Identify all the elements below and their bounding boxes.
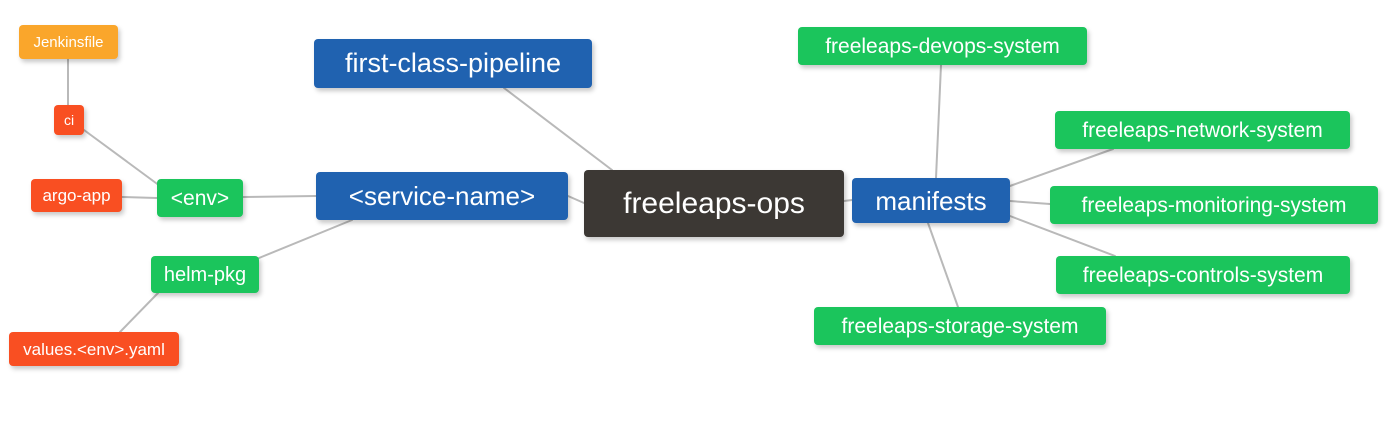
edge-manifests-devops <box>935 64 942 179</box>
node-label-manifests: manifests <box>875 185 987 216</box>
node-label-freeleaps-ops: freeleaps-ops <box>623 186 805 220</box>
node-label-freeleaps-network-system: freeleaps-network-system <box>1082 118 1323 142</box>
node-first-class-pipeline[interactable]: first-class-pipeline <box>314 39 592 88</box>
edge-env-argo <box>121 196 158 199</box>
edge-root-service <box>567 195 585 204</box>
node-freeleaps-controls-system[interactable]: freeleaps-controls-system <box>1056 256 1350 294</box>
node-freeleaps-storage-system[interactable]: freeleaps-storage-system <box>814 307 1106 345</box>
node-label-freeleaps-monitoring-system: freeleaps-monitoring-system <box>1081 193 1347 217</box>
node-label-ci: ci <box>63 112 75 128</box>
node-label-argo-app: argo-app <box>42 186 111 205</box>
edge-manifests-network <box>1009 148 1114 187</box>
node-freeleaps-monitoring-system[interactable]: freeleaps-monitoring-system <box>1050 186 1378 224</box>
edge-manifests-monitoring <box>1009 200 1051 205</box>
node-service-name[interactable]: <service-name> <box>316 172 568 220</box>
node-label-helm-pkg: helm-pkg <box>163 263 247 286</box>
edge-service-helm <box>258 219 353 259</box>
node-ci[interactable]: ci <box>54 105 84 135</box>
edge-service-env <box>242 195 317 198</box>
node-freeleaps-devops-system[interactable]: freeleaps-devops-system <box>798 27 1087 65</box>
node-label-values-env-yaml: values.<env>.yaml <box>23 339 165 359</box>
node-label-freeleaps-storage-system: freeleaps-storage-system <box>841 314 1079 338</box>
edge-helm-values <box>119 292 159 333</box>
node-values-env-yaml[interactable]: values.<env>.yaml <box>9 332 179 366</box>
node-freeleaps-network-system[interactable]: freeleaps-network-system <box>1055 111 1350 149</box>
node-argo-app[interactable]: argo-app <box>31 179 122 212</box>
node-label-service-name: <service-name> <box>348 181 536 211</box>
edge-root-pipeline <box>503 87 613 171</box>
node-label-freeleaps-controls-system: freeleaps-controls-system <box>1082 263 1324 287</box>
node-label-freeleaps-devops-system: freeleaps-devops-system <box>825 34 1060 58</box>
edge-root-manifests <box>843 199 853 202</box>
node-label-jenkinsfile: Jenkinsfile <box>33 33 104 51</box>
edge-manifests-storage <box>927 222 959 308</box>
node-freeleaps-ops[interactable]: freeleaps-ops <box>584 170 844 237</box>
node-label-env: <env> <box>170 186 230 210</box>
edge-env-ci <box>83 129 161 187</box>
node-helm-pkg[interactable]: helm-pkg <box>151 256 259 293</box>
node-label-first-class-pipeline: first-class-pipeline <box>344 48 562 78</box>
node-jenkinsfile[interactable]: Jenkinsfile <box>19 25 118 59</box>
node-env[interactable]: <env> <box>157 179 243 217</box>
node-manifests[interactable]: manifests <box>852 178 1010 223</box>
